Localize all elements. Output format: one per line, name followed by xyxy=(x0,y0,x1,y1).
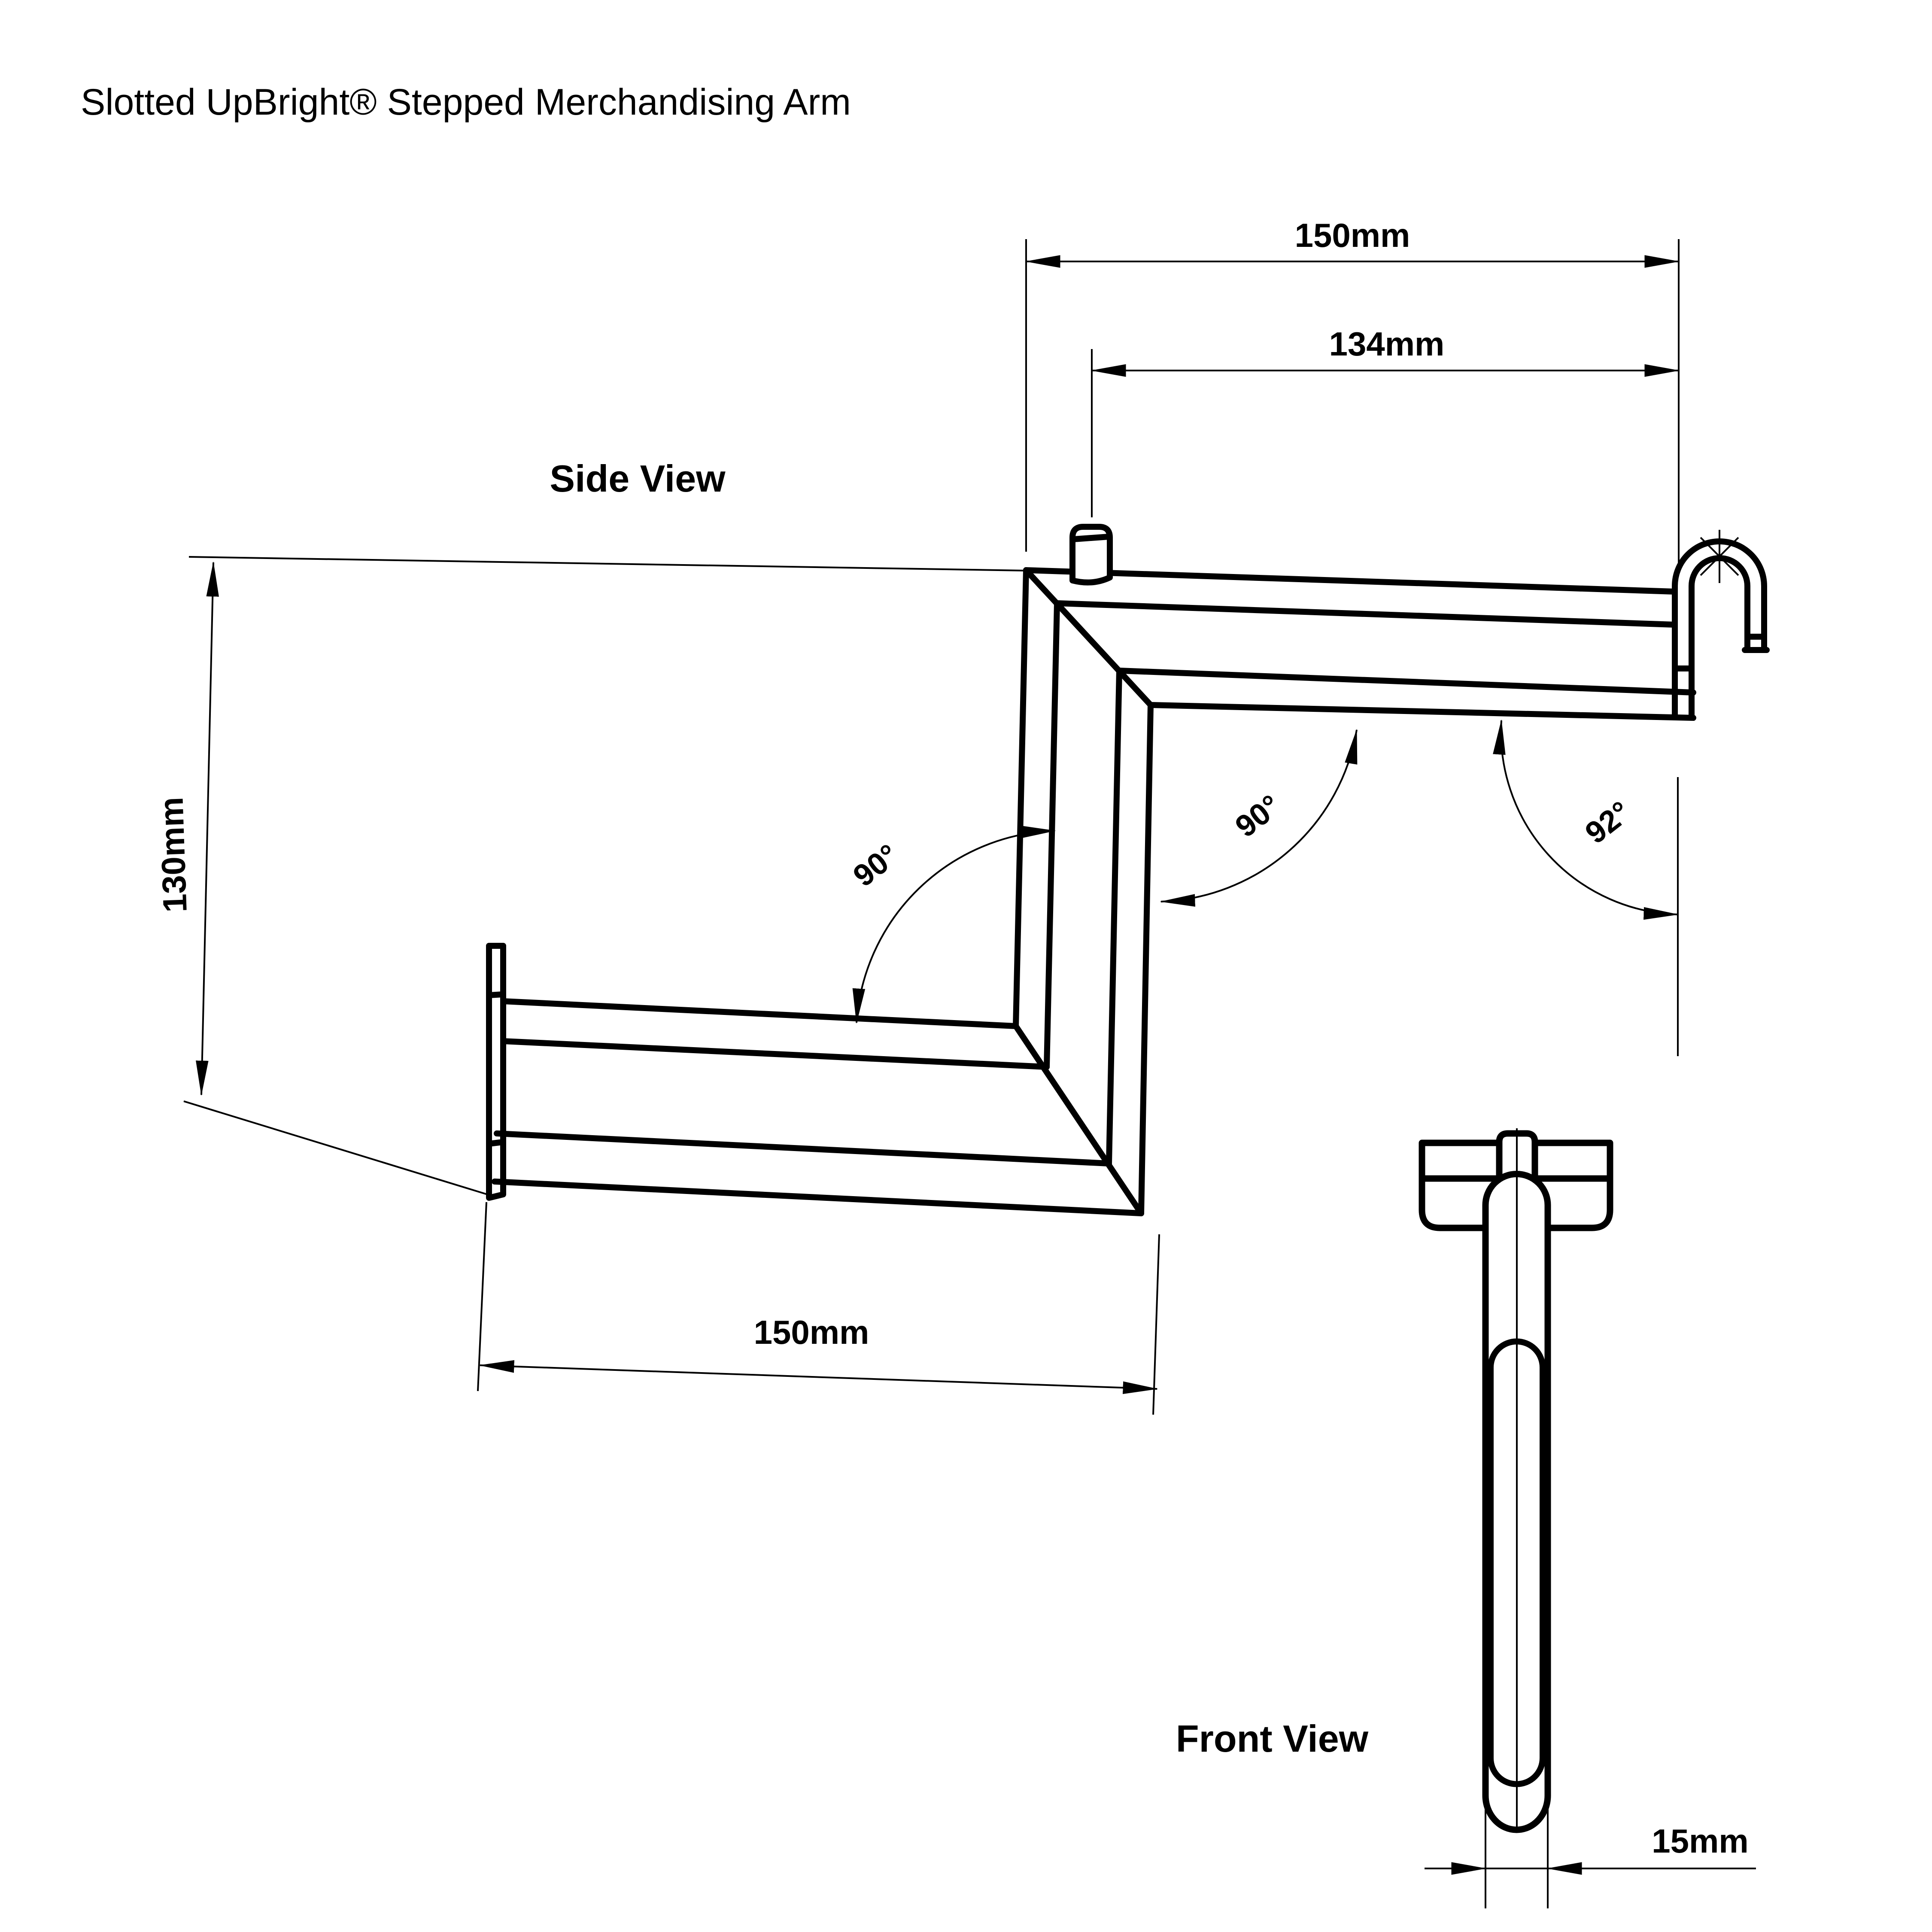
dim-134mm-label: 134mm xyxy=(1329,325,1445,363)
dimension-arm-width: 15mm xyxy=(1425,1801,1756,1908)
arm-edge xyxy=(1116,668,1696,696)
angle-90-upper-label: 90° xyxy=(1229,788,1287,844)
riser-edge xyxy=(1138,702,1154,1216)
dimension-pin-to-hook: 134mm xyxy=(1091,325,1680,517)
page-title: Slotted UpBright® Stepped Merchandising … xyxy=(81,82,851,123)
arm-edge xyxy=(1023,567,1678,595)
arm-edge xyxy=(500,998,1019,1029)
angle-upper-bend: 90° xyxy=(1160,729,1358,907)
dim-150mm-top-label: 150mm xyxy=(1295,216,1410,254)
dim-15mm-label: 15mm xyxy=(1652,1822,1748,1860)
angle-92-label: 92° xyxy=(1579,795,1637,851)
riser-edge xyxy=(1106,668,1122,1166)
stepped-arm-outline xyxy=(486,524,1770,1216)
angle-90-lower-label: 90° xyxy=(847,838,905,893)
arm-edge xyxy=(1148,702,1696,721)
angle-arc xyxy=(1160,729,1358,907)
angle-arc xyxy=(1493,719,1679,920)
lower-arm xyxy=(486,943,1144,1216)
end-cap-line xyxy=(486,991,506,998)
angle-lower-bend: 90° xyxy=(847,826,1056,1024)
dim-130mm-label: 130mm xyxy=(152,796,194,913)
dimension-upper-arm-overall: 150mm xyxy=(1025,216,1680,571)
end-cap-line xyxy=(486,1139,506,1147)
angle-arc xyxy=(852,826,1056,1024)
side-view-label: Side View xyxy=(550,457,726,500)
centerline-star-icon xyxy=(1700,530,1739,583)
extension-line xyxy=(477,1202,487,1391)
arm-edge xyxy=(1054,600,1678,628)
bend-miter-line xyxy=(1013,1023,1144,1216)
end-cap-plate xyxy=(486,943,506,1201)
extension-line xyxy=(183,1100,488,1195)
dim-150mm-bottom-label: 150mm xyxy=(754,1313,869,1351)
dimension-step-height: 130mm xyxy=(152,556,1024,1195)
pin-seam xyxy=(1070,534,1112,542)
bend-miter-line xyxy=(1023,567,1154,708)
riser-edge xyxy=(1044,600,1060,1070)
dimension-lower-arm-length: 150mm xyxy=(477,1202,1160,1415)
dimension-line xyxy=(196,561,219,1096)
arm-edge xyxy=(500,1038,1050,1070)
arm-edge xyxy=(492,1179,1144,1216)
front-view-label: Front View xyxy=(1176,1717,1369,1760)
extension-line xyxy=(188,556,1024,571)
retaining-pin-side xyxy=(1069,524,1113,586)
hook-rod-front-outline xyxy=(1488,1338,1546,1787)
angle-hook-end: 92° xyxy=(1493,719,1679,1056)
riser xyxy=(1013,567,1154,1216)
riser-edge xyxy=(1013,567,1029,1029)
hanging-hook xyxy=(1672,530,1770,719)
extension-line xyxy=(1152,1234,1160,1415)
front-view-drawing: Front View 15mm xyxy=(1176,1128,1756,1908)
arm-edge xyxy=(494,1130,1112,1166)
upper-arm xyxy=(1023,567,1696,721)
dimension-line xyxy=(479,1360,1158,1394)
